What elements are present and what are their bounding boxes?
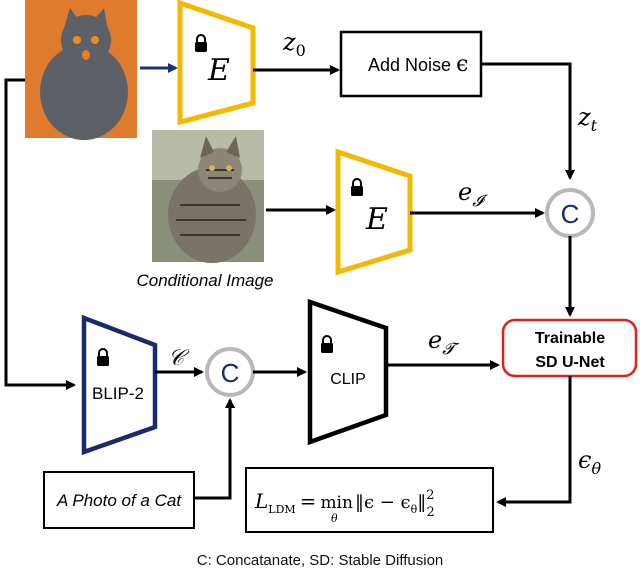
zt-connector — [481, 62, 575, 180]
mid-encoder: E — [335, 148, 413, 276]
concat-node-left: C — [205, 347, 255, 397]
text-prompt-box: A Photo of a Cat — [43, 471, 195, 529]
eI-label: e𝓘 — [458, 178, 488, 210]
prompt-to-concat-connector — [194, 398, 235, 500]
add-noise-box: Add Noise ϵ — [339, 30, 483, 98]
loss-min-subscript: θ — [331, 512, 338, 525]
unet-line2: SD U-Net — [535, 354, 605, 371]
conditional-image-caption: Conditional Image — [136, 271, 273, 290]
concat-node-right: C — [545, 188, 595, 238]
clip-label: CLIP — [330, 371, 366, 388]
z0-label: z0 — [282, 28, 306, 60]
c-label: 𝒞 — [168, 346, 190, 371]
mid-encoder-label: E — [365, 202, 388, 237]
eT-label: e𝓣 — [428, 326, 460, 358]
top-encoder: E — [177, 0, 256, 126]
unet-to-loss-connector — [496, 376, 572, 507]
input-cat-image — [25, 0, 137, 140]
eps-theta-label: ϵθ — [578, 446, 601, 478]
text-prompt-label: A Photo of a Cat — [56, 491, 182, 510]
image-to-blip-connector — [4, 78, 76, 390]
clip-encoder: CLIP — [307, 298, 389, 446]
figure-caption: C: Concatanate, SD: Stable Diffusion — [196, 552, 444, 569]
zt-label: zt — [577, 103, 598, 135]
unet-line1: Trainable — [535, 330, 605, 347]
top-encoder-label: E — [207, 53, 230, 88]
concat-left-label: C — [221, 358, 240, 388]
blip2-label: BLIP-2 — [92, 384, 144, 403]
concat-right-label: C — [561, 199, 580, 229]
conditional-image — [152, 130, 264, 263]
blip2-encoder: BLIP-2 — [81, 314, 158, 456]
unet-box: Trainable SD U-Net — [501, 318, 638, 378]
add-noise-label: Add Noise ϵ — [368, 52, 468, 77]
